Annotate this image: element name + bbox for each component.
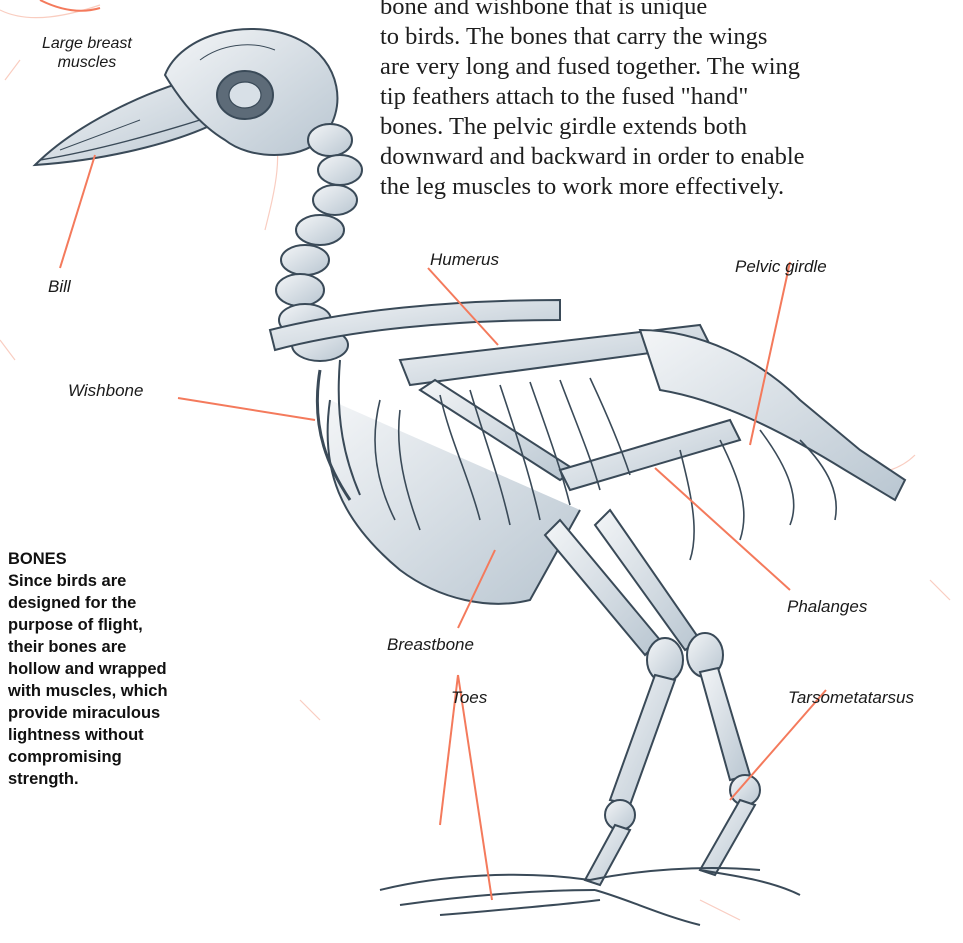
leader-toes-right	[458, 675, 492, 900]
bones-text-line: Since birds are	[8, 570, 236, 592]
bones-text-line: provide miraculous	[8, 702, 236, 724]
label-pelvic-girdle: Pelvic girdle	[735, 257, 827, 277]
bones-heading: BONES	[8, 548, 236, 570]
bones-text-line: hollow and wrapped	[8, 658, 236, 680]
intro-line: to birds. The bones that carry the wings	[380, 22, 940, 52]
intro-line: the leg muscles to work more effectively…	[380, 172, 940, 202]
bones-text-line: compromising	[8, 746, 236, 768]
leader-bill	[60, 155, 95, 268]
label-phalanges: Phalanges	[787, 597, 867, 617]
bones-text-line: strength.	[8, 768, 236, 790]
intro-line: downward and backward in order to enable	[380, 142, 940, 172]
legs	[545, 510, 760, 885]
label-tarsometatarsus: Tarsometatarsus	[788, 688, 914, 708]
label-wishbone: Wishbone	[68, 381, 143, 401]
leader-phalanges	[655, 468, 790, 590]
bones-text-line: lightness without	[8, 724, 236, 746]
leader-breast-muscles	[40, 0, 100, 11]
bones-text-line: designed for the	[8, 592, 236, 614]
bones-text-line: with muscles, which	[8, 680, 236, 702]
label-bill: Bill	[48, 277, 71, 297]
label-line: Large breast	[42, 34, 132, 53]
intro-line: tip feathers attach to the fused "hand"	[380, 82, 940, 112]
intro-paragraph: bone and wishbone that is unique to bird…	[380, 0, 940, 202]
intro-line: are very long and fused together. The wi…	[380, 52, 940, 82]
label-humerus: Humerus	[430, 250, 499, 270]
bones-text-line: purpose of flight,	[8, 614, 236, 636]
bones-text-line: their bones are	[8, 636, 236, 658]
intro-line: bones. The pelvic girdle extends both	[380, 112, 940, 142]
leader-wishbone	[178, 398, 315, 420]
bones-info-box: BONES Since birds are designed for the p…	[0, 540, 236, 788]
intro-line: bone and wishbone that is unique	[380, 0, 940, 22]
label-large-breast-muscles: Large breast muscles	[42, 34, 132, 72]
label-line: muscles	[42, 53, 132, 72]
label-toes: Toes	[451, 688, 487, 708]
label-breastbone: Breastbone	[387, 635, 474, 655]
